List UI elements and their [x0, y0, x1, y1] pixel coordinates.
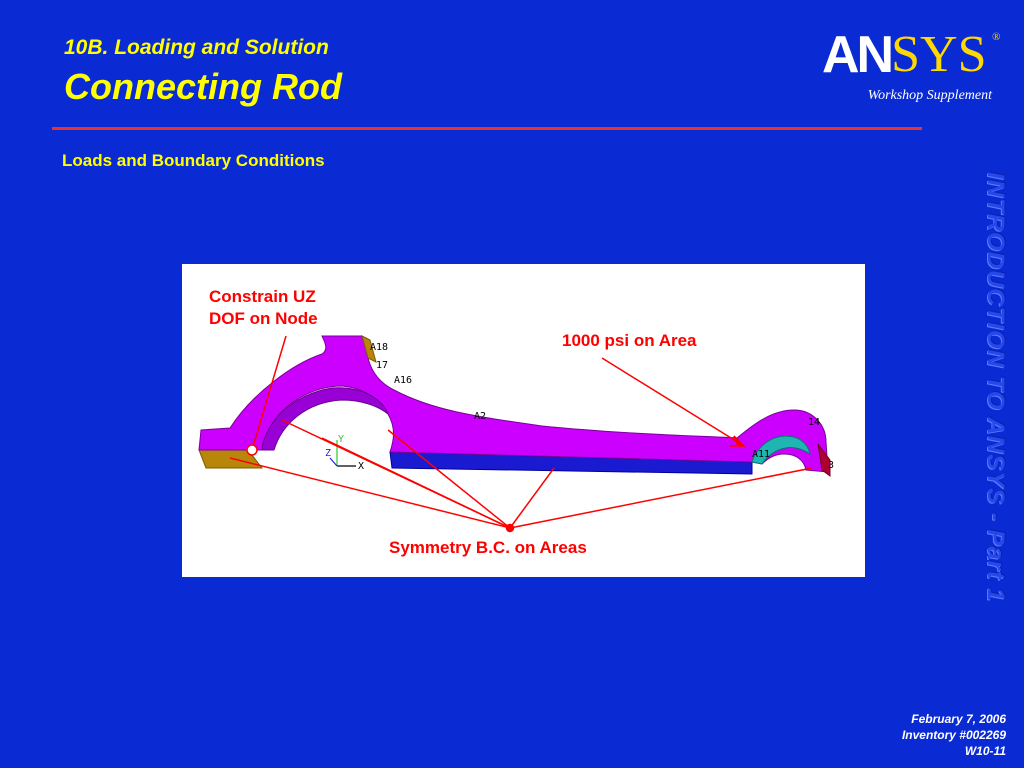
connecting-rod-model: A18 17 A16 A2 14 A11 3 X Y Z	[198, 335, 834, 533]
footer-page-number: W10-11	[964, 744, 1006, 758]
side-banner-text: INTRODUCTION TO ANSYS - Part 1	[982, 171, 1009, 603]
side-banner: INTRODUCTION TO ANSYS - Part 1	[975, 140, 1015, 635]
area-label-a3: 3	[828, 460, 834, 471]
constrain-annotation: Constrain UZ DOF on Node	[209, 286, 318, 330]
right-bore-inner-surface	[751, 435, 811, 465]
slide-footer: February 7, 2006 Inventory #002269 W10-1…	[902, 711, 1006, 759]
logo-sys-text: SYS	[891, 26, 987, 83]
symmetry-annotation: Symmetry B.C. on Areas	[389, 538, 587, 557]
header-divider	[52, 127, 922, 130]
footer-date: February 7, 2006	[911, 712, 1006, 726]
pressure-annotation: 1000 psi on Area	[562, 331, 697, 350]
rod-right-end-face	[817, 443, 831, 477]
triad-z-label: Z	[325, 448, 331, 459]
connecting-rod-figure: A18 17 A16 A2 14 A11 3 X Y Z	[182, 264, 865, 577]
section-heading: Loads and Boundary Conditions	[62, 151, 325, 170]
area-label-a17: 17	[376, 360, 388, 371]
triad-x-label: X	[358, 461, 364, 472]
area-label-a14: 14	[808, 417, 820, 428]
logo-an-text: AN	[822, 26, 894, 84]
workshop-supplement-label: Workshop Supplement	[867, 88, 992, 103]
area-label-a11: A11	[752, 449, 770, 460]
triad-y-label: Y	[338, 434, 344, 445]
slide-subtitle: 10B. Loading and Solution	[64, 36, 329, 59]
left-bore-inner-surface	[261, 387, 390, 451]
area-label-a16: A16	[394, 375, 412, 386]
rod-top-tab-end-face	[361, 335, 377, 363]
rod-top-face	[198, 335, 829, 473]
registered-mark: ®	[992, 31, 1001, 43]
slide-title: Connecting Rod	[64, 66, 342, 107]
area-label-a2: A2	[474, 411, 486, 422]
footer-inventory: Inventory #002269	[901, 728, 1006, 742]
area-label-a18: A18	[370, 342, 388, 353]
annotation-leaders	[229, 335, 813, 533]
constrain-line-2: DOF on Node	[209, 309, 318, 328]
coordinate-triad: X Y Z	[325, 434, 364, 472]
constrain-line-1: Constrain UZ	[209, 287, 316, 306]
